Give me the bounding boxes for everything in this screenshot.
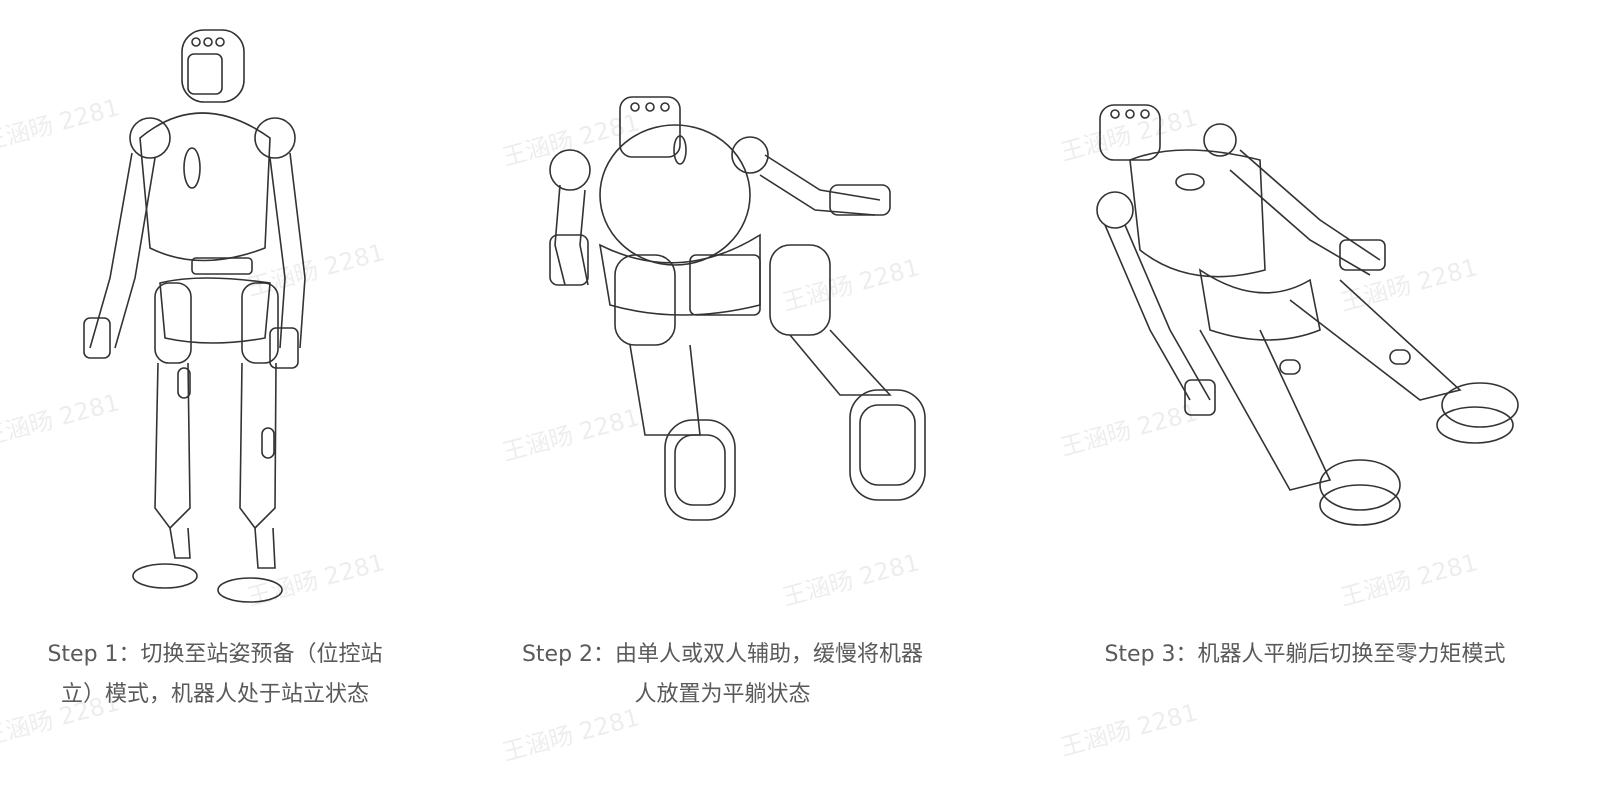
- step-3-caption: Step 3：机器人平躺后切换至零力矩模式: [1050, 635, 1560, 675]
- step-2-caption: Step 2：由单人或双人辅助，缓慢将机器 人放置为平躺状态: [470, 635, 975, 715]
- watermark: 王涵旸 2281: [1057, 698, 1201, 762]
- caption-line: Step 1：切换至站姿预备（位控站: [47, 642, 383, 667]
- caption-line: 立）模式，机器人处于站立状态: [60, 682, 369, 707]
- step-1-caption: Step 1：切换至站姿预备（位控站 立）模式，机器人处于站立状态: [5, 635, 425, 715]
- caption-line: Step 3：机器人平躺后切换至零力矩模式: [1104, 642, 1506, 667]
- caption-line: 人放置为平躺状态: [634, 682, 811, 707]
- robot-lying-zero-torque-illustration: [1090, 100, 1530, 540]
- watermark: 王涵旸 2281: [1337, 548, 1481, 612]
- robot-standing-illustration: [70, 28, 330, 618]
- robot-lying-assisted-illustration: [540, 95, 940, 535]
- watermark: 王涵旸 2281: [779, 548, 923, 612]
- caption-line: Step 2：由单人或双人辅助，缓慢将机器: [521, 642, 924, 667]
